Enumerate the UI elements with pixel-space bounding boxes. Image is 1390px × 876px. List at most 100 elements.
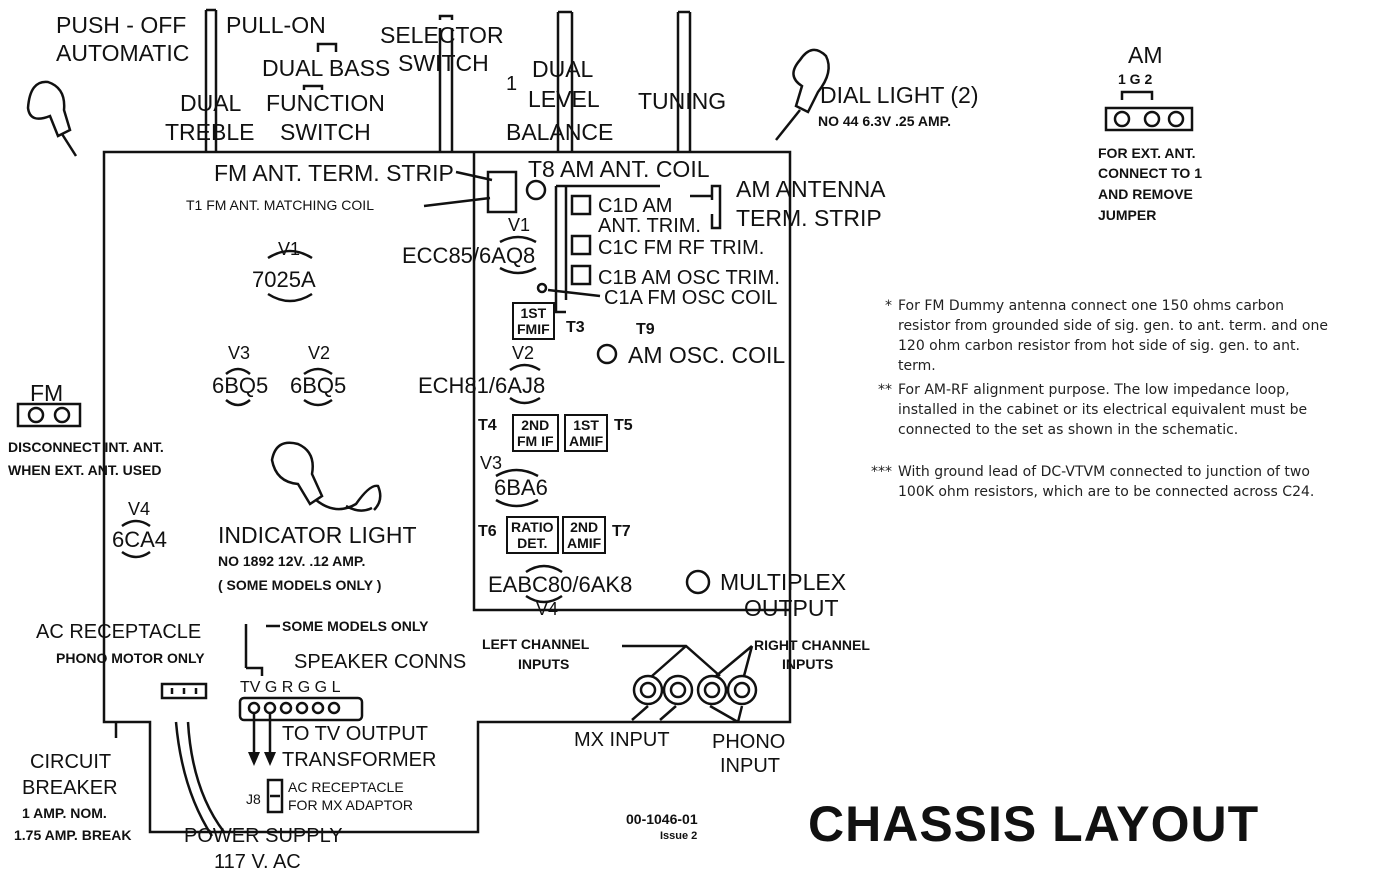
tube-v3-if: 6BA6 (494, 475, 548, 500)
tube-v1-rf: ECC85/6AQ8 (402, 243, 536, 268)
label-dual-level-1: DUAL (532, 56, 594, 82)
phono-input-1: PHONO (712, 731, 786, 753)
label-dual-treble-2: TREBLE (165, 119, 255, 145)
label-selector-1: SELECTOR (380, 22, 504, 48)
indicator-label: INDICATOR LIGHT (218, 522, 417, 548)
label-selector-2: SWITCH (398, 50, 489, 76)
tube-v1-main: 7025A (252, 267, 316, 292)
bass-bracket (316, 42, 338, 52)
note-1-mark: * (885, 298, 892, 314)
am-ext-strip (1104, 106, 1194, 132)
t3-box-line-1: 1ST (520, 305, 547, 321)
note-1-text: For FM Dummy antenna connect one 150 ohm… (898, 298, 1328, 374)
am-ext-note-3: AND REMOVE (1098, 186, 1193, 202)
note-2-text: For AM-RF alignment purpose. The low imp… (898, 382, 1308, 438)
label-function-1: FUNCTION (266, 90, 385, 116)
some-models-label: SOME MODELS ONLY (282, 618, 429, 634)
label-dual-treble-1: DUAL (180, 90, 242, 116)
breaker-1: CIRCUIT (30, 751, 112, 773)
t3-box-line-2: FMIF (517, 321, 550, 337)
note-1: * For FM Dummy antenna connect one 150 o… (862, 296, 1342, 374)
t7-box-line-1: 2ND (570, 519, 599, 535)
tube-v2-mix-label: V2 (512, 343, 535, 363)
t1-coil-label: T1 FM ANT. MATCHING COIL (186, 197, 374, 213)
am-ext-terminals: 1 G 2 (1118, 71, 1153, 87)
tv-output-1: TO TV OUTPUT (282, 723, 428, 745)
shaft-dual-level (556, 10, 574, 152)
j8-label: J8 (246, 791, 261, 807)
am-ext-title: AM (1128, 42, 1163, 68)
t7-label: T7 (612, 523, 631, 540)
indicator-models: ( SOME MODELS ONLY ) (218, 577, 382, 593)
label-tuning: TUNING (638, 88, 727, 114)
phono-input-2: INPUT (720, 755, 780, 777)
chassis-outline (102, 150, 792, 834)
dial-lamp-left (26, 80, 78, 157)
tube-v3-left: 6BQ5 (212, 373, 269, 398)
power-cord (174, 721, 225, 837)
am-ext-note-1: FOR EXT. ANT. (1098, 145, 1196, 161)
indicator-spec: NO 1892 12V. .12 AMP. (218, 553, 366, 569)
mx-input-label: MX INPUT (574, 729, 670, 751)
trim-c1d-2: ANT. TRIM. (598, 215, 701, 237)
am-ant-strip-1: AM ANTENNA (736, 176, 886, 202)
tuner-section (472, 152, 790, 612)
fm-ant-strip-label: FM ANT. TERM. STRIP (214, 160, 454, 186)
page-title: CHASSIS LAYOUT (808, 796, 1260, 852)
function-bracket (302, 84, 324, 90)
fm-ext-title: FM (30, 380, 64, 406)
left-inputs-1: LEFT CHANNEL (482, 636, 590, 652)
dial-lamp-right (775, 48, 830, 141)
t4-box-line-2: FM IF (517, 433, 554, 449)
dial-light-label: DIAL LIGHT (2) (820, 82, 979, 108)
t3-label: T3 (566, 319, 585, 336)
shaft-tuning (676, 10, 692, 152)
am-ext-note-4: JUMPER (1098, 207, 1157, 223)
ac-supply-label: 117 V. AC (214, 851, 301, 873)
trim-c1b: C1B AM OSC TRIM. (598, 267, 780, 289)
am-ext-note-2: CONNECT TO 1 (1098, 165, 1202, 181)
right-inputs-1: RIGHT CHANNEL (754, 637, 870, 653)
tube-v4-rect-label: V4 (128, 499, 151, 519)
fm-ext-strip (16, 402, 82, 428)
t6-box-line-1: RATIO (511, 519, 554, 535)
j8-desc-1: AC RECEPTACLE (288, 779, 404, 795)
multiplex-1: MULTIPLEX (720, 569, 847, 595)
fm-ext-note-1: DISCONNECT INT. ANT. (8, 439, 164, 455)
note-2: ** For AM-RF alignment purpose. The low … (862, 380, 1342, 442)
right-inputs-2: INPUTS (782, 656, 834, 672)
t5-label: T5 (614, 417, 633, 434)
breaker-nom: 1 AMP. NOM. (22, 805, 107, 821)
note-2-mark: ** (878, 382, 892, 398)
am-ant-strip-2: TERM. STRIP (736, 205, 882, 231)
power-supply-label: POWER SUPPLY (184, 825, 343, 847)
shaft-selector (438, 28, 454, 152)
tube-v2-left: 6BQ5 (290, 373, 347, 398)
tube-v4-det: EABC80/6AK8 (488, 572, 633, 597)
tube-v1-main-label: V1 (278, 239, 301, 259)
shaft-automatic (204, 8, 218, 152)
label-dual-level-2: LEVEL (528, 86, 600, 112)
left-inputs-2: INPUTS (518, 656, 570, 672)
note-3-mark: *** (871, 464, 892, 480)
t6-box-line-2: DET. (517, 535, 548, 551)
label-one-mark: 1 (506, 73, 518, 95)
label-push-off: PUSH - OFF (56, 12, 187, 38)
drawing-number: 00-1046-01 (626, 811, 698, 827)
t4-box-line-1: 2ND (521, 417, 550, 433)
tube-v1-rf-label: V1 (508, 215, 531, 235)
speaker-terms-label: TV G R G G L (240, 679, 341, 696)
tube-v4-det-label: V4 (536, 599, 559, 619)
ac-receptacle-label: AC RECEPTACLE (36, 621, 202, 643)
t5-box-line-1: 1ST (573, 417, 599, 433)
fm-ext-note-2: WHEN EXT. ANT. USED (8, 462, 162, 478)
multiplex-2: OUTPUT (744, 595, 839, 621)
tube-v2-left-label: V2 (308, 343, 331, 363)
am-osc-coil-label: AM OSC. COIL (628, 342, 786, 368)
breaker-2: BREAKER (22, 777, 118, 799)
